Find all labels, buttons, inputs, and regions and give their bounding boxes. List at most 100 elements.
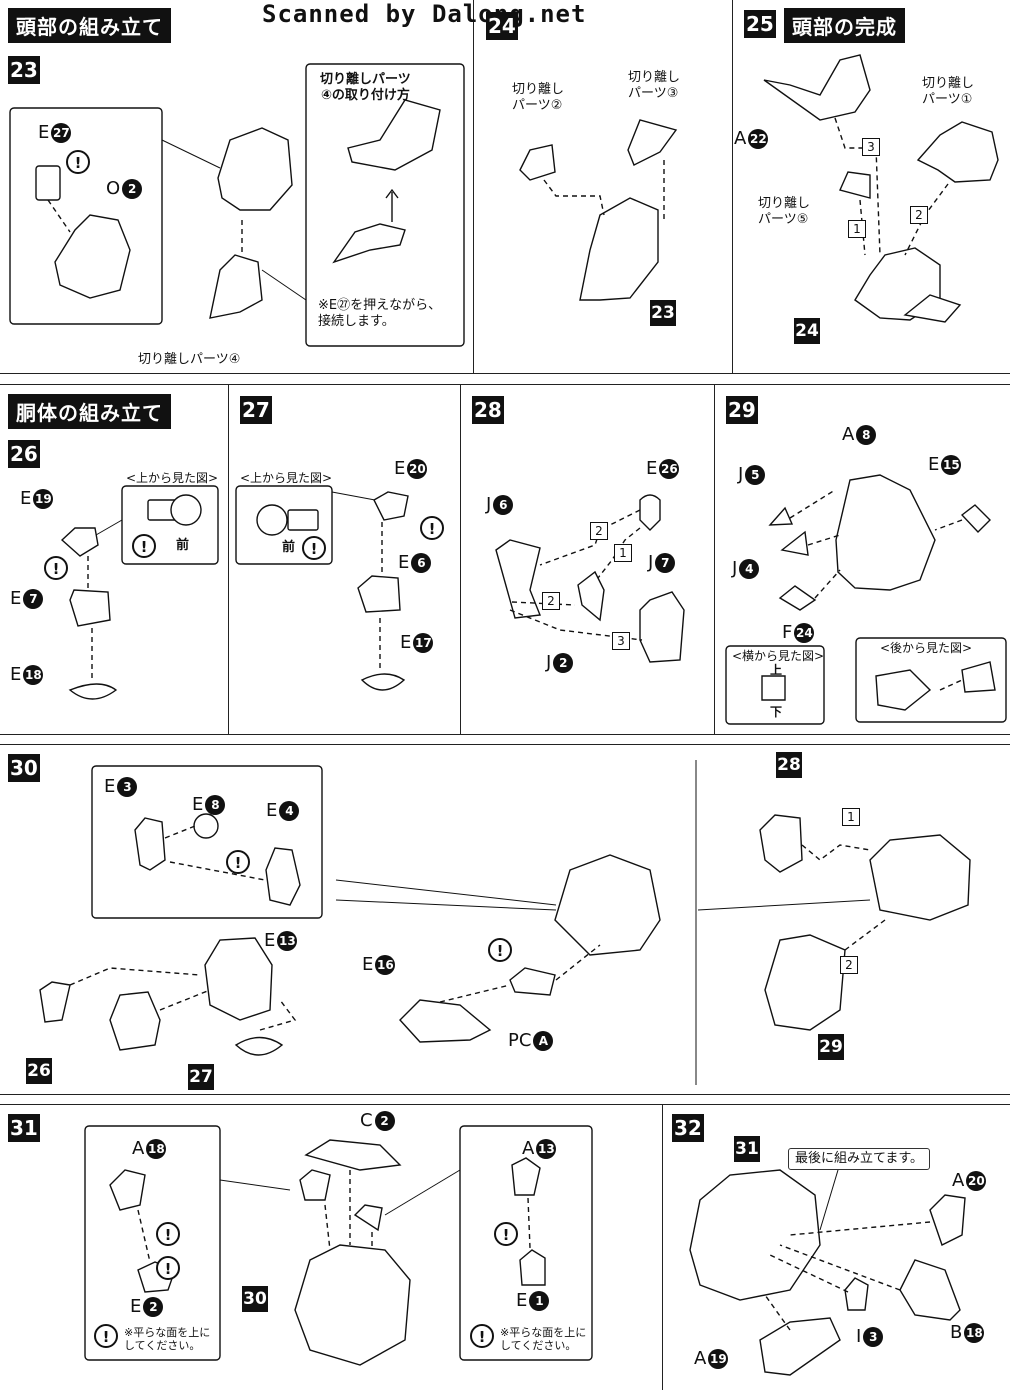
runner-letter: E <box>394 458 406 479</box>
runner-letter: E <box>362 954 374 975</box>
part-number-circle: 4 <box>739 558 760 579</box>
runner-letter: F <box>782 622 793 643</box>
sequence-marker-2: 2 <box>840 956 858 974</box>
front-label: 前 <box>282 540 296 555</box>
sequence-marker-2: 2 <box>542 592 560 610</box>
assemble-last-note: 最後に組み立てます。 <box>788 1148 931 1170</box>
part-number-circle: 26 <box>659 458 680 479</box>
step-number-30: 30 <box>8 754 40 782</box>
runner-letter: A <box>734 128 747 149</box>
runner-letter: E <box>10 588 22 609</box>
part-number-circle: 20 <box>407 458 428 479</box>
part-number-circle: A <box>533 1030 554 1051</box>
press-note: ※E㉗を押えながら、 接続します。 <box>318 298 442 329</box>
ref-step-31: 31 <box>734 1136 760 1162</box>
ref-step-28: 28 <box>776 752 802 778</box>
part-number-circle: 3 <box>117 776 138 797</box>
part-number-circle: 22 <box>748 128 769 149</box>
part-number-circle: 19 <box>708 1348 729 1369</box>
caution-icon: ! <box>66 150 90 174</box>
runner-letter: E <box>266 800 278 821</box>
ref-step-26: 26 <box>26 1058 52 1084</box>
caution-icon: ! <box>488 938 512 962</box>
part-number-circle: 2 <box>374 1110 395 1131</box>
part-number-circle: 13 <box>536 1138 557 1159</box>
step-number-31: 31 <box>8 1114 40 1142</box>
part-number-circle: 13 <box>277 930 298 951</box>
front-label: 前 <box>176 538 190 553</box>
step-number-27: 27 <box>240 396 272 424</box>
caution-icon: ! <box>94 1324 118 1348</box>
top-view-caption: <上から見た図> <box>126 471 219 485</box>
part-number-circle: 6 <box>493 494 514 515</box>
part-number-circle: 2 <box>122 178 143 199</box>
part-number-circle: 2 <box>143 1296 164 1317</box>
ref-step-30: 30 <box>242 1286 268 1312</box>
caution-icon: ! <box>302 536 326 560</box>
step-number-24: 24 <box>486 12 518 40</box>
runner-letter: J <box>732 558 738 579</box>
runner-letter: E <box>400 632 412 653</box>
part-number-circle: 19 <box>33 488 54 509</box>
part-number-circle: 3 <box>863 1326 884 1347</box>
caution-icon: ! <box>226 850 250 874</box>
part-number-circle: 18 <box>23 664 44 685</box>
caution-icon: ! <box>494 1222 518 1246</box>
sequence-marker-1: 1 <box>842 808 860 826</box>
flat-side-up-note: ※平らな面を上に してください。 <box>500 1326 587 1352</box>
part-number-circle: 1 <box>529 1290 550 1311</box>
ref-step-24: 24 <box>794 318 820 344</box>
runner-letter: J <box>648 552 654 573</box>
step-number-28: 28 <box>472 396 504 424</box>
cut-part-3-label: 切り離し パーツ③ <box>628 70 681 101</box>
runner-letter: E <box>646 458 658 479</box>
runner-letter: PC <box>508 1030 532 1051</box>
runner-letter: E <box>104 776 116 797</box>
cut-part-4-howto-caption: 切り離しパーツ ④の取り付け方 <box>320 72 411 103</box>
up-label: 上 <box>770 663 783 677</box>
step-number-26: 26 <box>8 440 40 468</box>
cut-part-2-label: 切り離し パーツ② <box>512 82 565 113</box>
step-number-32: 32 <box>672 1114 704 1142</box>
caution-icon: ! <box>132 534 156 558</box>
sequence-marker-2: 2 <box>590 522 608 540</box>
runner-letter: E <box>264 930 276 951</box>
part-number-circle: 24 <box>794 622 815 643</box>
part-number-circle: 8 <box>205 794 226 815</box>
runner-letter: A <box>842 424 855 445</box>
runner-letter: E <box>20 488 32 509</box>
runner-letter: E <box>192 794 204 815</box>
cut-part-1-label: 切り離し パーツ① <box>922 76 975 107</box>
caution-icon: ! <box>470 1324 494 1348</box>
runner-letter: E <box>398 552 410 573</box>
step-number-29: 29 <box>726 396 758 424</box>
part-number-circle: 6 <box>411 552 432 573</box>
runner-letter: E <box>38 122 50 143</box>
part-number-circle: 18 <box>964 1322 985 1343</box>
runner-letter: C <box>360 1110 373 1131</box>
